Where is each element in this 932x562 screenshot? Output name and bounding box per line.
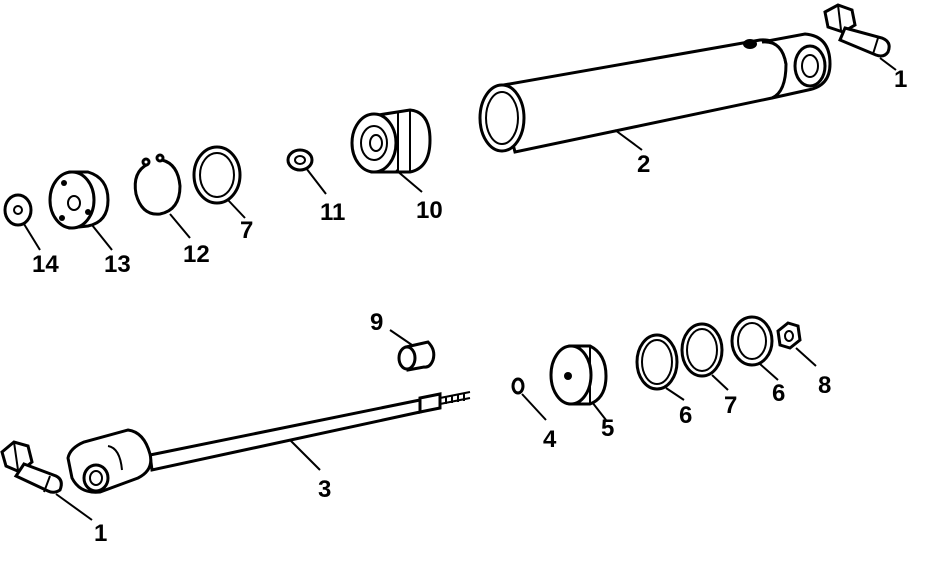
leader-12: [169, 213, 191, 239]
label-13: 13: [104, 251, 131, 278]
leader-7-bottom: [711, 374, 729, 391]
part-snap-ring: [133, 153, 182, 216]
label-6-a: 6: [679, 402, 692, 429]
part-oring-small: [511, 377, 525, 395]
leader-6-c: [759, 363, 779, 381]
label-4: 4: [543, 426, 557, 453]
part-bushing: [397, 340, 436, 372]
label-1-bottom: 1: [94, 520, 107, 547]
leader-13: [91, 224, 113, 251]
label-11: 11: [320, 199, 345, 226]
label-7-top: 7: [240, 217, 253, 244]
leader-4: [521, 393, 547, 421]
part-rod: [66, 391, 471, 494]
leader-5: [591, 401, 607, 421]
part-washer-end: [3, 193, 33, 227]
part-ring-b: [680, 322, 724, 378]
part-barrel: [478, 32, 832, 154]
label-3: 3: [318, 476, 331, 503]
leader-10: [395, 169, 423, 193]
part-end-cap: [48, 170, 110, 230]
label-12: 12: [183, 241, 210, 268]
leader-1-bottom: [55, 493, 93, 521]
part-gland: [350, 108, 432, 174]
leader-2: [614, 129, 643, 151]
leader-6-a: [665, 387, 685, 401]
leader-8: [795, 347, 817, 367]
part-bolt-top: [823, 3, 891, 58]
label-7-bottom: 7: [724, 392, 737, 419]
leader-9: [389, 329, 413, 346]
leader-11: [305, 167, 327, 195]
leader-3: [289, 439, 321, 471]
label-8: 8: [818, 372, 831, 399]
part-ring-c: [730, 315, 774, 367]
part-piston: [549, 344, 608, 406]
leader-14: [23, 223, 41, 251]
label-9: 9: [370, 309, 383, 336]
label-14: 14: [32, 251, 59, 278]
part-bolt-bottom: [0, 440, 63, 494]
label-2: 2: [637, 151, 650, 178]
label-6-c: 6: [772, 380, 785, 407]
label-10: 10: [416, 197, 443, 224]
part-nut: [776, 321, 802, 350]
label-5: 5: [601, 415, 614, 442]
part-washer-small: [286, 148, 314, 172]
label-1-top: 1: [894, 66, 907, 93]
part-seal-ring-top: [192, 145, 242, 205]
part-ring-a: [635, 333, 679, 391]
leader-1-top: [879, 57, 897, 71]
leader-7-top: [227, 199, 246, 219]
